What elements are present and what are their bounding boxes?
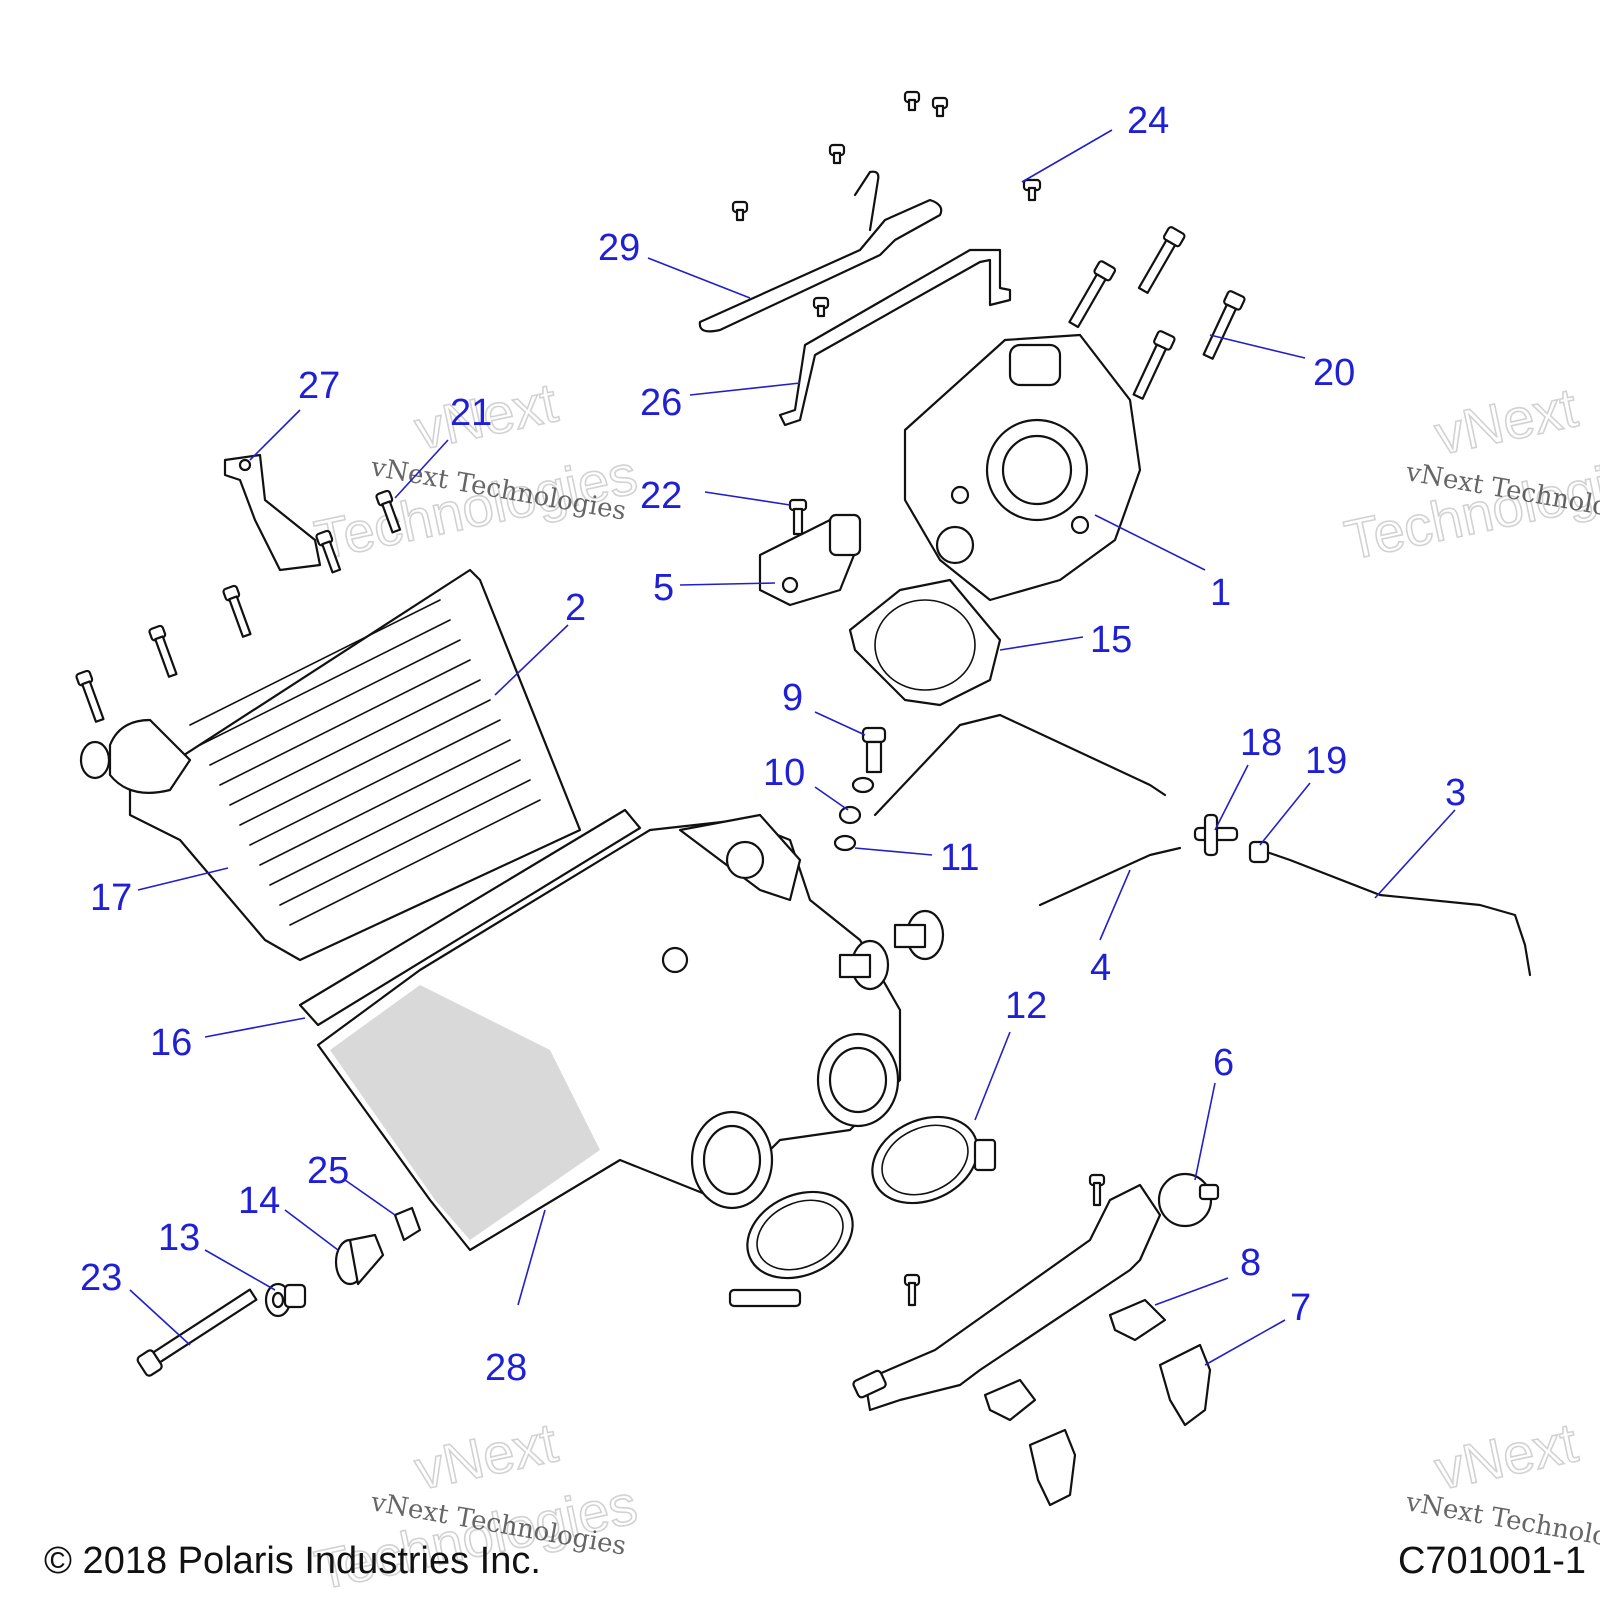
clamp-12-left	[728, 1190, 854, 1308]
bushing-14	[334, 1233, 385, 1286]
callout-4: 4	[1090, 947, 1111, 989]
watermark-vnext-bottom: vNext	[409, 1410, 563, 1501]
vent-hose-3	[873, 713, 1532, 977]
callout-26: 26	[640, 382, 682, 424]
washer-13	[264, 1282, 307, 1318]
callout-22: 22	[640, 475, 682, 517]
tee-18	[1193, 813, 1239, 857]
grommet-b	[838, 939, 890, 991]
callout-20: 20	[1313, 352, 1355, 394]
callout-8: 8	[1240, 1242, 1261, 1284]
clip-19	[1248, 840, 1270, 864]
gasket-15	[848, 578, 1002, 707]
screw-f	[812, 296, 830, 318]
washer-11	[833, 834, 857, 852]
bushing-25	[393, 1206, 422, 1242]
callout-25: 25	[307, 1150, 349, 1192]
callout-6: 6	[1213, 1042, 1234, 1084]
callout-7: 7	[1290, 1287, 1311, 1329]
bracket-29	[698, 170, 943, 333]
pressure-regulator-6	[1157, 1172, 1220, 1228]
screw-rail-a	[1088, 1173, 1106, 1207]
copyright-text: © 2018 Polaris Industries Inc.	[44, 1540, 541, 1582]
grommet-a	[893, 909, 945, 961]
clip-8b	[983, 1378, 1037, 1422]
banjo-fitting	[838, 805, 862, 825]
screw-rail-b	[903, 1273, 921, 1307]
clip-8	[1108, 1298, 1167, 1342]
injector-7b	[1028, 1428, 1077, 1507]
callout-12: 12	[1005, 985, 1047, 1027]
callout-28: 28	[485, 1347, 527, 1389]
fuel-rail	[852, 1183, 1162, 1412]
bolt-group-21	[75, 489, 402, 723]
callout-29: 29	[598, 227, 640, 269]
callout-labels: 24 29 20 26 27 21 22 5 1 15 2 9 10 11 18…	[80, 100, 1466, 1389]
banjo-bolt-9	[861, 726, 887, 774]
watermark-vnext-br: vNext	[1429, 1410, 1583, 1501]
throttle-body-1	[903, 333, 1142, 602]
screw-a	[903, 90, 921, 112]
washer-10	[851, 776, 875, 794]
callout-19: 19	[1305, 740, 1347, 782]
callout-2: 2	[565, 587, 586, 629]
bolt-group-20	[1068, 226, 1246, 400]
callout-24: 24	[1127, 100, 1169, 142]
clamp-12-right	[871, 1115, 997, 1205]
callout-13: 13	[158, 1217, 200, 1259]
hose-4	[1038, 846, 1182, 907]
intercooler-2	[79, 568, 582, 962]
callout-27: 27	[298, 365, 340, 407]
callout-21: 21	[450, 392, 492, 434]
screw-group-top	[731, 90, 1042, 318]
callout-1: 1	[1210, 572, 1231, 614]
callout-11: 11	[940, 837, 979, 879]
callout-14: 14	[238, 1180, 280, 1222]
screw-b	[931, 96, 949, 118]
injector-7	[1158, 1343, 1212, 1427]
callout-17: 17	[90, 877, 132, 919]
screw-c	[828, 143, 846, 165]
screw-e	[731, 200, 749, 222]
gasket-16	[298, 808, 642, 1027]
callout-15: 15	[1090, 619, 1132, 661]
bracket-27	[223, 453, 322, 572]
callout-16: 16	[150, 1022, 192, 1064]
callout-5: 5	[653, 567, 674, 609]
callout-18: 18	[1240, 722, 1282, 764]
callout-10: 10	[763, 752, 805, 794]
leader-lines	[129, 129, 1456, 1366]
bracket-26	[778, 248, 1012, 427]
intake-manifold-28	[316, 813, 902, 1252]
drawing-code: C701001-1	[1397, 1540, 1586, 1582]
callout-23: 23	[80, 1257, 122, 1299]
map-sensor-5	[758, 513, 862, 607]
screw-d	[1022, 178, 1042, 202]
watermark-vnext-right: vNext	[1429, 375, 1583, 466]
bolt-23	[136, 1288, 258, 1377]
callout-9: 9	[782, 677, 803, 719]
screw-22	[788, 498, 808, 536]
callout-3: 3	[1445, 772, 1466, 814]
